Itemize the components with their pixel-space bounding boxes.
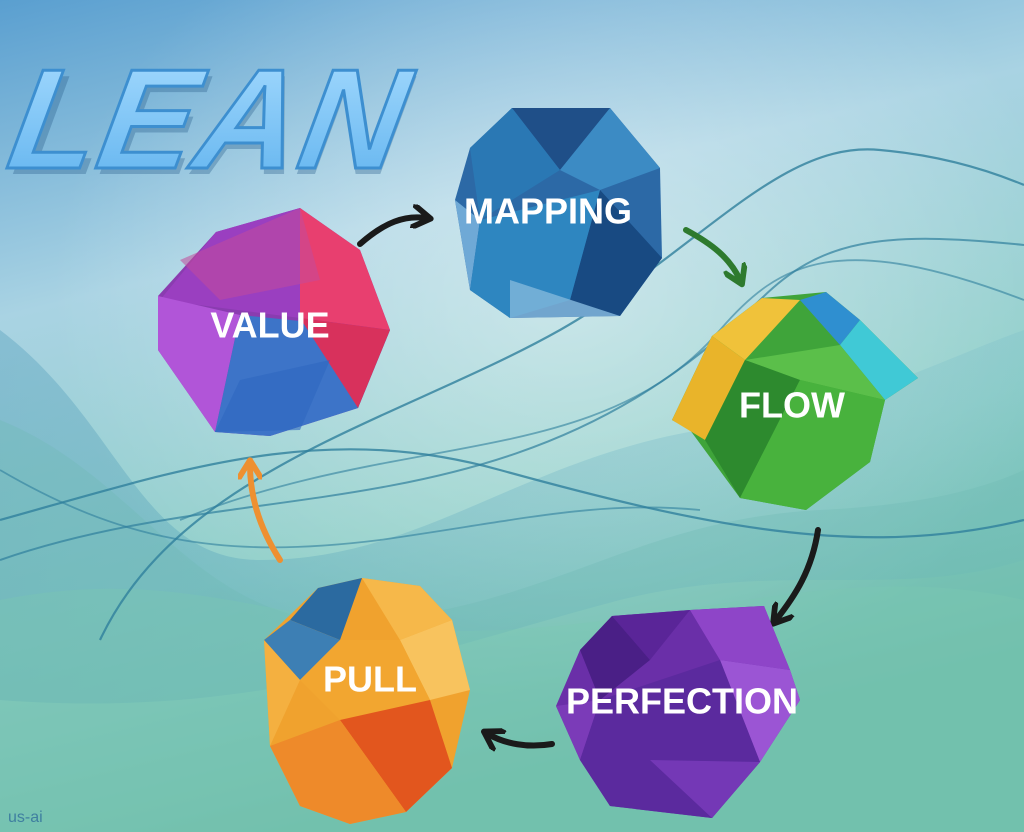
title-shadow: LEAN	[5, 46, 422, 205]
node-pull: PULL	[264, 578, 470, 824]
arrow-pull-to-value	[250, 465, 283, 563]
node-flow: FLOW	[672, 292, 918, 510]
arrows	[250, 217, 821, 746]
node-label-flow: FLOW	[739, 385, 845, 426]
arrow-value-to-mapping	[357, 217, 426, 247]
arrow-flow-to-perfection	[776, 527, 821, 620]
node-perfection: PERFECTION	[556, 606, 800, 818]
watermark: us-ai	[8, 809, 43, 826]
node-label-value: VALUE	[210, 305, 329, 346]
node-label-pull: PULL	[323, 659, 417, 700]
node-label-mapping: MAPPING	[464, 191, 632, 232]
arrow-mapping-to-flow	[683, 227, 740, 280]
node-mapping: MAPPING	[455, 108, 662, 318]
node-label-perfection: PERFECTION	[566, 681, 798, 722]
page-title: LEAN	[0, 40, 422, 199]
arrow-perfection-to-pull	[488, 734, 555, 746]
node-value: VALUE	[158, 208, 390, 436]
title-group: LEAN LEAN	[0, 38, 424, 205]
